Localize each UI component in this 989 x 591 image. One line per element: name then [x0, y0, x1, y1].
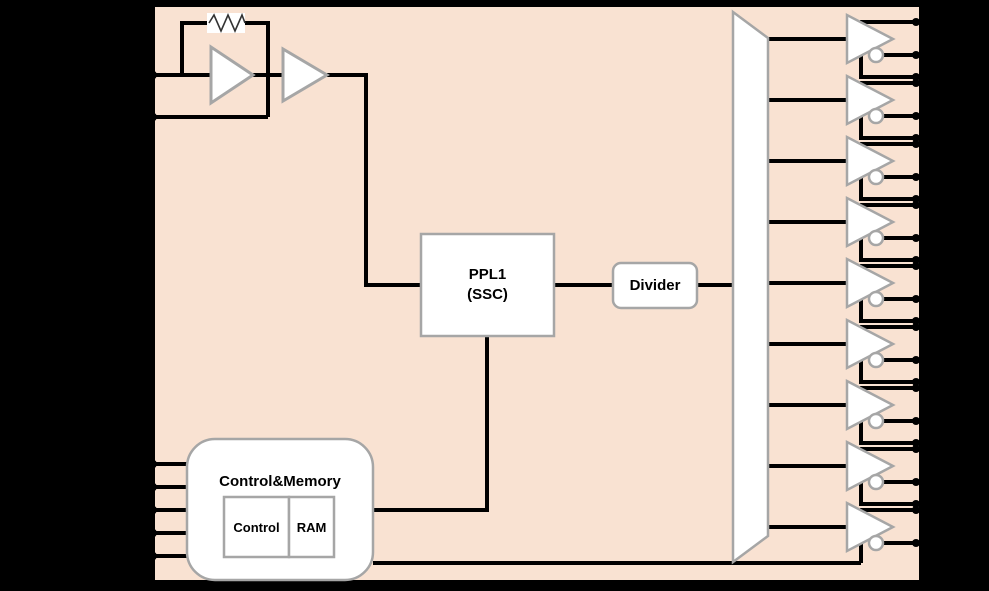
inverter-bubble-icon: [867, 107, 885, 125]
control-pin-dot: [148, 482, 157, 492]
divider-block-label: Divider: [629, 277, 681, 294]
inverter-bubble-icon: [867, 534, 885, 552]
output-pin-stub: [912, 384, 920, 392]
output-pin-stub: [912, 140, 920, 148]
output-aux-wire: [859, 178, 919, 201]
control-memory-title: Control&Memory: [219, 472, 341, 490]
pll-label-line2: (SSC): [467, 286, 508, 303]
inverter-bubble-icon: [867, 412, 885, 430]
output-buffer-unit: [845, 256, 896, 310]
control-pin-dot: [148, 528, 157, 538]
output-pin-stub: [912, 51, 920, 59]
crystal-pin-dot: [148, 70, 157, 80]
output-pin-stub: [912, 500, 920, 508]
output-aux-wire: [859, 239, 919, 262]
output-pin-stub: [912, 356, 920, 364]
ram-sub-label: RAM: [296, 519, 327, 535]
output-pin-stub: [912, 79, 920, 87]
output-aux-wire: [859, 117, 919, 140]
inverter-bubble-icon: [867, 351, 885, 369]
pll-to-control-wire: [373, 336, 489, 512]
output-buffer-unit: [845, 134, 896, 188]
output-buffer-unit: [845, 500, 896, 554]
output-aux-wire: [859, 483, 919, 506]
divider-block: [611, 261, 699, 310]
ram-sub-block: [287, 495, 336, 559]
control-pin-dot: [148, 459, 157, 469]
output-pin-stub: [912, 73, 920, 81]
output-pin-stub: [912, 195, 920, 203]
output-pin-stub: [912, 256, 920, 264]
control-pin-dot: [148, 505, 157, 515]
output-buffer-unit: [845, 317, 896, 371]
output-pin-stub: [912, 445, 920, 453]
crystal-pin-dot: [148, 112, 157, 122]
inverter-bubble-icon: [867, 168, 885, 186]
resistor-icon: [207, 12, 246, 33]
output-buffer-unit: [845, 195, 896, 249]
output-aux-wire: [859, 300, 919, 323]
inverter-bubble-icon: [867, 473, 885, 491]
control-sub-label: Control: [233, 519, 280, 535]
control-pin-dot: [148, 551, 157, 561]
output-aux-wire: [859, 422, 919, 445]
output-pin-stub: [912, 173, 920, 181]
output-aux-wire: [859, 56, 919, 79]
oscillator-amp-icon: [209, 44, 256, 106]
output-buffer-unit: [845, 439, 896, 493]
output-aux-wire: [859, 361, 919, 384]
feedback-wire-left: [180, 21, 207, 75]
output-pin-stub: [912, 134, 920, 142]
output-pin-stub: [912, 439, 920, 447]
inverter-bubble-icon: [867, 229, 885, 247]
output-pin-stub: [912, 234, 920, 242]
osc-to-pll-wire: [327, 73, 421, 287]
inverter-bubble-icon: [867, 290, 885, 308]
inverter-bubble-icon: [867, 46, 885, 64]
buffer-amp-icon: [281, 46, 330, 104]
output-pin-stub: [912, 112, 920, 120]
pll-label-line1: PPL1: [468, 266, 507, 283]
output-pin-stub: [912, 323, 920, 331]
output-buffer-unit: [845, 73, 896, 127]
output-pin-stub: [912, 201, 920, 209]
output-pin-stub: [912, 18, 920, 26]
pll-block-label: PPL1 (SSC): [421, 234, 554, 336]
output-pin-stub: [912, 417, 920, 425]
output-buffer-unit: [845, 378, 896, 432]
output-pin-stub: [912, 478, 920, 486]
mux-icon: [731, 9, 770, 565]
output-buffer-unit: [845, 12, 896, 66]
output-pin-stub: [912, 506, 920, 514]
output-pin-stub: [912, 539, 920, 547]
output-pin-stub: [912, 317, 920, 325]
pll-block: [419, 232, 556, 338]
feedback-wire-right: [245, 21, 270, 117]
output-pin-stub: [912, 295, 920, 303]
output-pin-stub: [912, 262, 920, 270]
output-pin-stub: [912, 378, 920, 386]
